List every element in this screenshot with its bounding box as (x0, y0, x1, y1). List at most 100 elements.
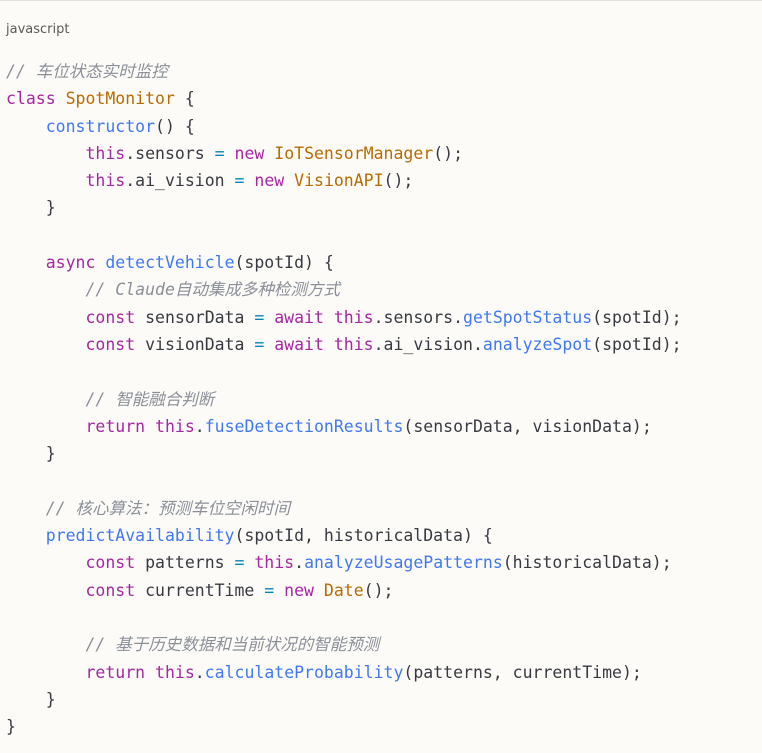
code-token-punct: (); (363, 580, 394, 600)
code-token-comment: // 核心算法：预测车位空闲时间 (45, 498, 291, 518)
code-token-punct: (); (433, 143, 464, 163)
code-token-ident (6, 581, 85, 600)
code-token-punct: (spotId, historicalData) { (234, 526, 493, 546)
code-language-label: javascript (6, 22, 70, 37)
code-token-punct: (sensorData, visionData); (403, 416, 652, 436)
code-token-ident (6, 335, 85, 354)
code-token-comment: // 车位状态实时监控 (6, 62, 168, 81)
code-token-ident (6, 308, 85, 327)
code-line: this.sensors = new IoTSensorManager(); (6, 140, 682, 167)
code-token-punct: (spotId); (592, 307, 682, 327)
code-line: } (6, 713, 682, 740)
code-token-func: predictAvailability (45, 526, 235, 546)
code-line: const sensorData = await this.sensors.ge… (6, 304, 682, 331)
code-line: // Claude自动集成多种检测方式 (6, 276, 682, 303)
code-token-keyword: async (45, 253, 96, 273)
code-token-op: = (234, 171, 245, 191)
code-token-keyword: const (85, 307, 136, 327)
code-token-ident (6, 526, 46, 545)
code-token-ident (6, 444, 46, 463)
code-token-ident (6, 253, 46, 272)
code-token-ident (6, 198, 46, 217)
code-token-ident (6, 499, 46, 518)
code-token-ident (95, 253, 105, 272)
code-token-ident (314, 581, 324, 600)
code-line (6, 604, 682, 631)
code-token-ident (324, 308, 334, 327)
code-token-ident (264, 335, 274, 354)
code-token-class: IoTSensorManager (274, 143, 434, 163)
code-token-ident (145, 417, 155, 436)
code-token-keyword: const (85, 580, 136, 600)
code-token-ident: patterns (135, 553, 235, 573)
code-token-op: = (234, 553, 245, 573)
code-token-op: = (264, 580, 275, 600)
code-token-ident (6, 553, 85, 572)
code-line (6, 358, 682, 385)
code-line (6, 222, 682, 249)
code-token-func: analyzeSpot (482, 334, 593, 354)
code-token-ident (145, 663, 155, 682)
code-token-keyword: await (274, 334, 324, 354)
code-token-class: Date (323, 580, 364, 600)
code-token-ident: .sensors (125, 143, 215, 163)
code-token-punct: } (45, 444, 56, 464)
code-token-func: fuseDetectionResults (204, 416, 404, 436)
code-line: // 核心算法：预测车位空闲时间 (6, 495, 682, 522)
code-token-ident: sensorData (135, 307, 255, 327)
code-token-ident (284, 171, 294, 190)
code-token-ident (6, 663, 85, 682)
code-token-func: constructor (45, 116, 156, 136)
code-token-ident (6, 635, 85, 654)
code-line: } (6, 686, 682, 713)
code-token-punct: (patterns, currentTime); (403, 662, 642, 682)
code-token-keyword: this (254, 553, 295, 573)
code-line: return this.calculateProbability(pattern… (6, 659, 682, 686)
code-token-ident: .sensors. (373, 307, 464, 327)
code-token-keyword: return (85, 662, 146, 682)
code-token-ident (6, 280, 85, 299)
code-token-ident: . (194, 416, 205, 436)
code-token-ident (264, 144, 274, 163)
code-token-punct: (); (383, 171, 414, 191)
code-token-comment: // 基于历史数据和当前状况的智能预测 (85, 635, 380, 655)
code-line: class SpotMonitor { (6, 85, 682, 112)
code-token-ident (6, 390, 85, 409)
code-token-class: VisionAPI (294, 171, 384, 191)
code-token-ident (264, 308, 274, 327)
code-token-keyword: this (85, 143, 126, 163)
code-token-punct: } (45, 689, 56, 709)
code-token-punct: (spotId); (592, 334, 682, 354)
code-content[interactable]: // 车位状态实时监控 class SpotMonitor { construct… (6, 58, 682, 740)
code-token-ident: .ai_vision (125, 171, 235, 191)
code-token-ident (225, 144, 235, 163)
code-token-comment: // 智能融合判断 (85, 389, 215, 409)
code-token-punct: } (45, 198, 56, 218)
code-token-ident (6, 171, 85, 190)
code-token-keyword: const (85, 334, 136, 354)
code-token-func: analyzeUsagePatterns (304, 553, 503, 573)
code-token-punct: (historicalData); (502, 553, 672, 573)
code-token-keyword: new (234, 143, 265, 163)
code-token-func: detectVehicle (105, 253, 235, 273)
code-token-ident (244, 553, 254, 572)
code-line (6, 467, 682, 494)
code-line: // 车位状态实时监控 (6, 58, 682, 85)
code-token-ident: . (294, 553, 305, 573)
code-token-comment: // Claude自动集成多种检测方式 (85, 280, 340, 300)
code-token-keyword: class (6, 89, 56, 109)
code-token-keyword: this (333, 334, 374, 354)
code-token-ident: . (194, 662, 205, 682)
code-token-keyword: const (85, 553, 136, 573)
code-token-keyword: this (155, 662, 195, 682)
code-line: const visionData = await this.ai_vision.… (6, 331, 682, 358)
code-line: } (6, 440, 682, 467)
code-line: this.ai_vision = new VisionAPI(); (6, 167, 682, 194)
code-token-ident (56, 89, 66, 108)
code-token-punct: } (6, 717, 16, 737)
code-token-ident (244, 171, 254, 190)
code-token-keyword: this (155, 416, 195, 436)
code-line: const patterns = this.analyzeUsagePatter… (6, 549, 682, 576)
code-line: predictAvailability(spotId, historicalDa… (6, 522, 682, 549)
code-token-ident (6, 690, 46, 709)
